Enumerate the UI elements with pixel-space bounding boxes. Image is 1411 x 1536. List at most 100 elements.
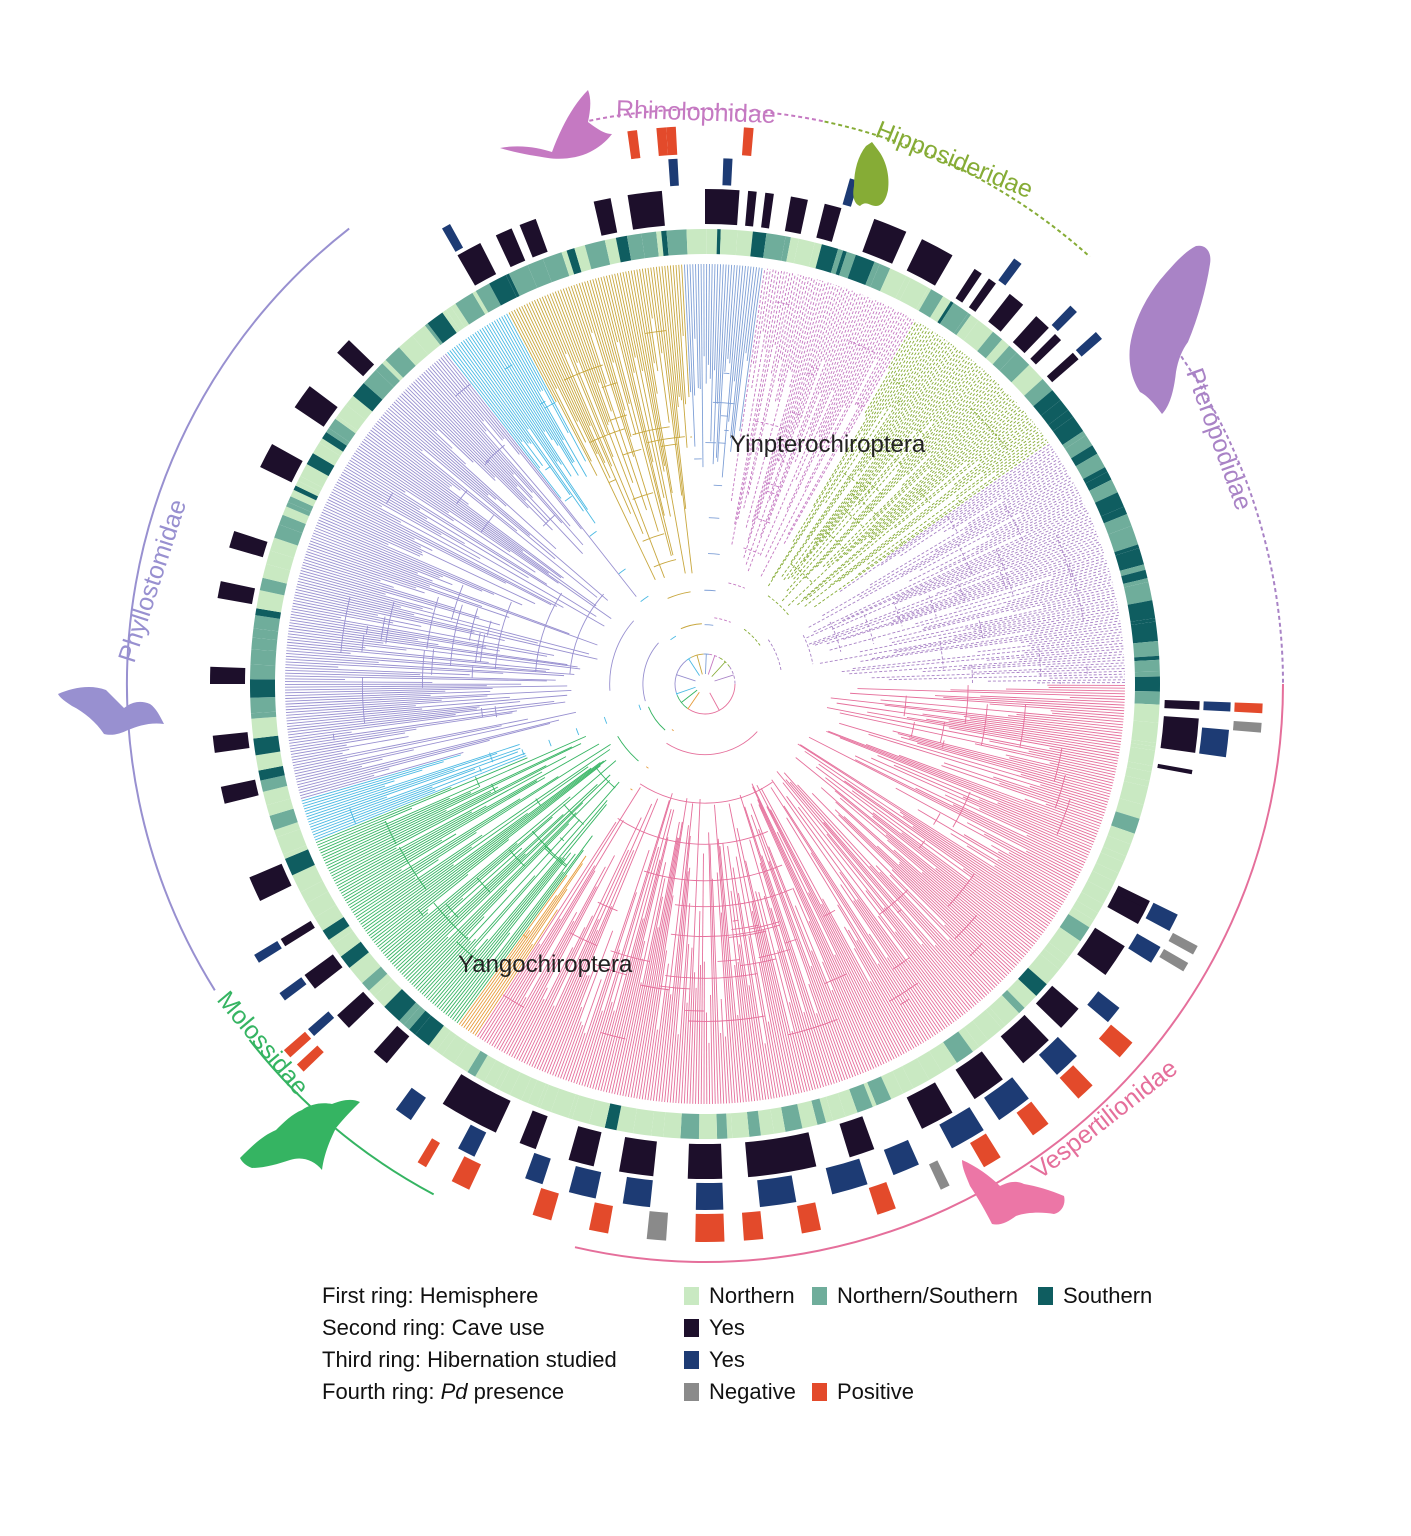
branch-arc [589, 530, 597, 537]
branch-tip [554, 1006, 583, 1077]
branch-tip [906, 717, 1120, 754]
branch-tip [983, 833, 1076, 884]
branch-tip [896, 372, 987, 472]
branch-tip [856, 940, 920, 1046]
branch-tip [397, 784, 598, 971]
hemisphere-cell [1062, 431, 1086, 449]
hemisphere-cell [870, 263, 891, 292]
branch-arc [866, 399, 869, 401]
branch-arc [476, 877, 491, 893]
branch-tip [503, 866, 606, 1054]
cave-use-mark [593, 198, 618, 236]
branch-arc [971, 664, 973, 685]
branch-arc [494, 706, 498, 718]
branch-tip [365, 812, 528, 932]
branch-tip [486, 324, 579, 476]
branch-tip [764, 1043, 775, 1099]
hemisphere-cell [651, 1110, 666, 1138]
branch-tip [720, 912, 736, 1103]
branch-tip [335, 484, 564, 608]
branch-tip [456, 345, 529, 444]
pd-positive-mark [532, 1188, 559, 1221]
hemisphere-cell [290, 489, 317, 507]
branch-tip [709, 264, 713, 379]
branch-tip [1016, 713, 1124, 726]
branch-tip [839, 737, 1096, 840]
branch-tip [380, 912, 429, 952]
cave-use-mark [304, 954, 343, 989]
branch-tip [789, 279, 821, 388]
branch-tip [539, 850, 635, 1071]
branch-tip [291, 749, 350, 761]
branch-tip [841, 507, 1087, 622]
hemisphere-cell [1131, 720, 1159, 744]
branch-tip [901, 832, 1041, 938]
branch-tip [285, 678, 346, 680]
hemisphere-cell [255, 608, 282, 619]
branch-tip [935, 474, 1070, 553]
hemisphere-cell [865, 261, 880, 288]
branch-tip [288, 731, 352, 742]
branch-tip [917, 809, 1067, 898]
hemisphere-cell [345, 395, 373, 420]
hemisphere-cell [475, 283, 501, 313]
cave-use-mark [1030, 333, 1062, 365]
phyllostomidae-bat-icon [58, 687, 164, 735]
branch-tip [328, 496, 415, 540]
branch-tip [895, 787, 1074, 886]
branch-tip [840, 884, 941, 1033]
branch-tip [751, 280, 824, 523]
branch-tip [826, 730, 1097, 838]
branch-tip [813, 502, 1085, 633]
hemisphere-cell [999, 352, 1030, 383]
pd-positive-mark [741, 1211, 764, 1241]
pd-positive-mark [868, 1182, 896, 1215]
branch-tip [508, 855, 615, 1056]
branch-arc [941, 740, 945, 748]
hemisphere-cell [499, 1067, 521, 1096]
branch-tip [777, 275, 805, 382]
hemisphere-cell [786, 237, 799, 264]
branch-tip [285, 690, 491, 699]
branch-tip [915, 361, 975, 432]
cave-use-mark [816, 203, 842, 242]
branch-tip [877, 963, 927, 1042]
branch-tip [791, 279, 818, 372]
branch-arc [480, 708, 484, 718]
hemisphere-cell [453, 1042, 481, 1073]
branch-tip [739, 944, 761, 1101]
branch-tip [764, 270, 780, 349]
branch-tip [876, 845, 1012, 973]
branch-arc [810, 366, 820, 370]
hemisphere-cell [985, 339, 1010, 365]
branch-tip [669, 867, 691, 1103]
branch-tip [730, 266, 752, 452]
hemisphere-cell [399, 1002, 421, 1026]
branch-tip [329, 791, 492, 874]
hemisphere-cell [781, 1104, 803, 1132]
hemisphere-cell [427, 312, 457, 344]
legend-entry-hibernation-yes: Yes [684, 1347, 745, 1373]
branch-tip [851, 374, 990, 525]
branch-arc [671, 729, 674, 732]
branch-tip [528, 849, 629, 1066]
cave-use-mark [260, 444, 303, 483]
branch-tip [986, 489, 1078, 538]
family-label-pteropodidae: Pteropodidae [1180, 364, 1257, 513]
branch-tip [300, 751, 464, 799]
hemisphere-cell [1134, 676, 1161, 692]
branch-tip [908, 959, 955, 1023]
branch-tip [438, 804, 607, 1010]
branch-tip [932, 366, 981, 422]
branch-arc [642, 533, 665, 542]
hemisphere-cell [1127, 746, 1156, 766]
branch-tip [307, 768, 455, 820]
branch-arc [766, 490, 780, 497]
branch-tip [944, 525, 1095, 588]
branch-tip [349, 776, 559, 909]
branch-arc [827, 532, 847, 551]
swatch-positive [812, 1383, 827, 1401]
branch-tip [300, 774, 375, 797]
hemisphere-cell [436, 1030, 457, 1056]
branch-tip [786, 368, 983, 592]
